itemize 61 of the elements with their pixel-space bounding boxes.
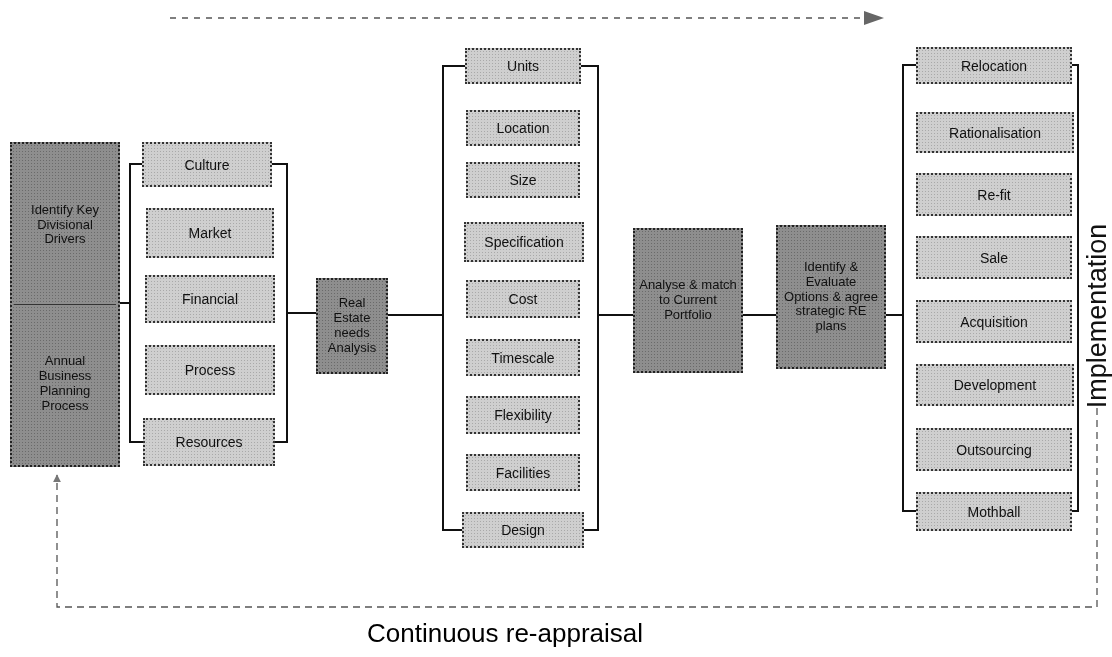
process-box (916, 300, 1072, 343)
connector-line (119, 302, 144, 443)
box-text: Relocation (959, 57, 1029, 74)
box-text: Cost (507, 291, 539, 307)
box-text: Location (495, 120, 551, 136)
box-text: Acquisition (959, 313, 1029, 330)
process-box (462, 512, 584, 548)
process-box (464, 222, 584, 262)
process-box (143, 418, 275, 466)
process-box (316, 278, 388, 374)
box-text: Process (183, 362, 237, 378)
box-text: Size (508, 172, 538, 188)
process-box (142, 142, 272, 187)
process-box (916, 492, 1072, 531)
box-text: Flexibility (493, 407, 553, 423)
box-text: Identify & Evaluate Options & agree strategic RE plans (783, 259, 879, 335)
connector-line (583, 314, 634, 531)
box-text: Analyse & match to Current Portfolio (638, 278, 738, 323)
box-text: Market (187, 225, 233, 241)
process-box (776, 225, 886, 369)
box-text: Annual Business Planning Process (37, 352, 93, 415)
box-text: Re-fit (976, 186, 1012, 203)
box-text: Development (952, 377, 1038, 393)
box-text: Rationalisation (948, 124, 1042, 141)
box-text: Sale (979, 249, 1009, 266)
process-box (633, 228, 743, 373)
dashed-arrow (53, 407, 1098, 608)
split-process-box (10, 142, 120, 467)
box-text: Identify Key Divisional Drivers (14, 146, 116, 305)
connector-line (742, 314, 777, 316)
process-box (466, 110, 580, 146)
connector-line (274, 312, 317, 443)
process-box (916, 428, 1072, 471)
process-box (916, 112, 1074, 153)
box-text: Design (500, 522, 546, 538)
box-text: Resources (174, 434, 244, 450)
box-text: Financial (181, 291, 239, 307)
process-box (146, 208, 274, 258)
box-text: Specification (483, 234, 565, 250)
box-text: Mothball (966, 503, 1022, 520)
process-box (466, 454, 580, 491)
process-box (916, 236, 1072, 279)
process-box (145, 275, 275, 323)
process-box (145, 345, 275, 395)
box-text: Timescale (490, 349, 556, 366)
process-box (466, 280, 580, 318)
process-box (466, 162, 580, 198)
process-box (916, 364, 1074, 406)
process-box (465, 48, 581, 84)
process-box (916, 173, 1072, 216)
process-box (916, 47, 1072, 84)
box-text: Outsourcing (955, 441, 1033, 458)
box-text: Real Estate needs Analysis (326, 296, 378, 356)
box-text: Units (506, 58, 540, 74)
box-text: Culture (183, 156, 231, 173)
connector-line (387, 314, 463, 531)
connector-line (1071, 64, 1079, 512)
process-box (466, 339, 580, 376)
box-text: Facilities (494, 464, 552, 481)
label-text: Implementation (1083, 223, 1111, 408)
process-box (466, 396, 580, 434)
